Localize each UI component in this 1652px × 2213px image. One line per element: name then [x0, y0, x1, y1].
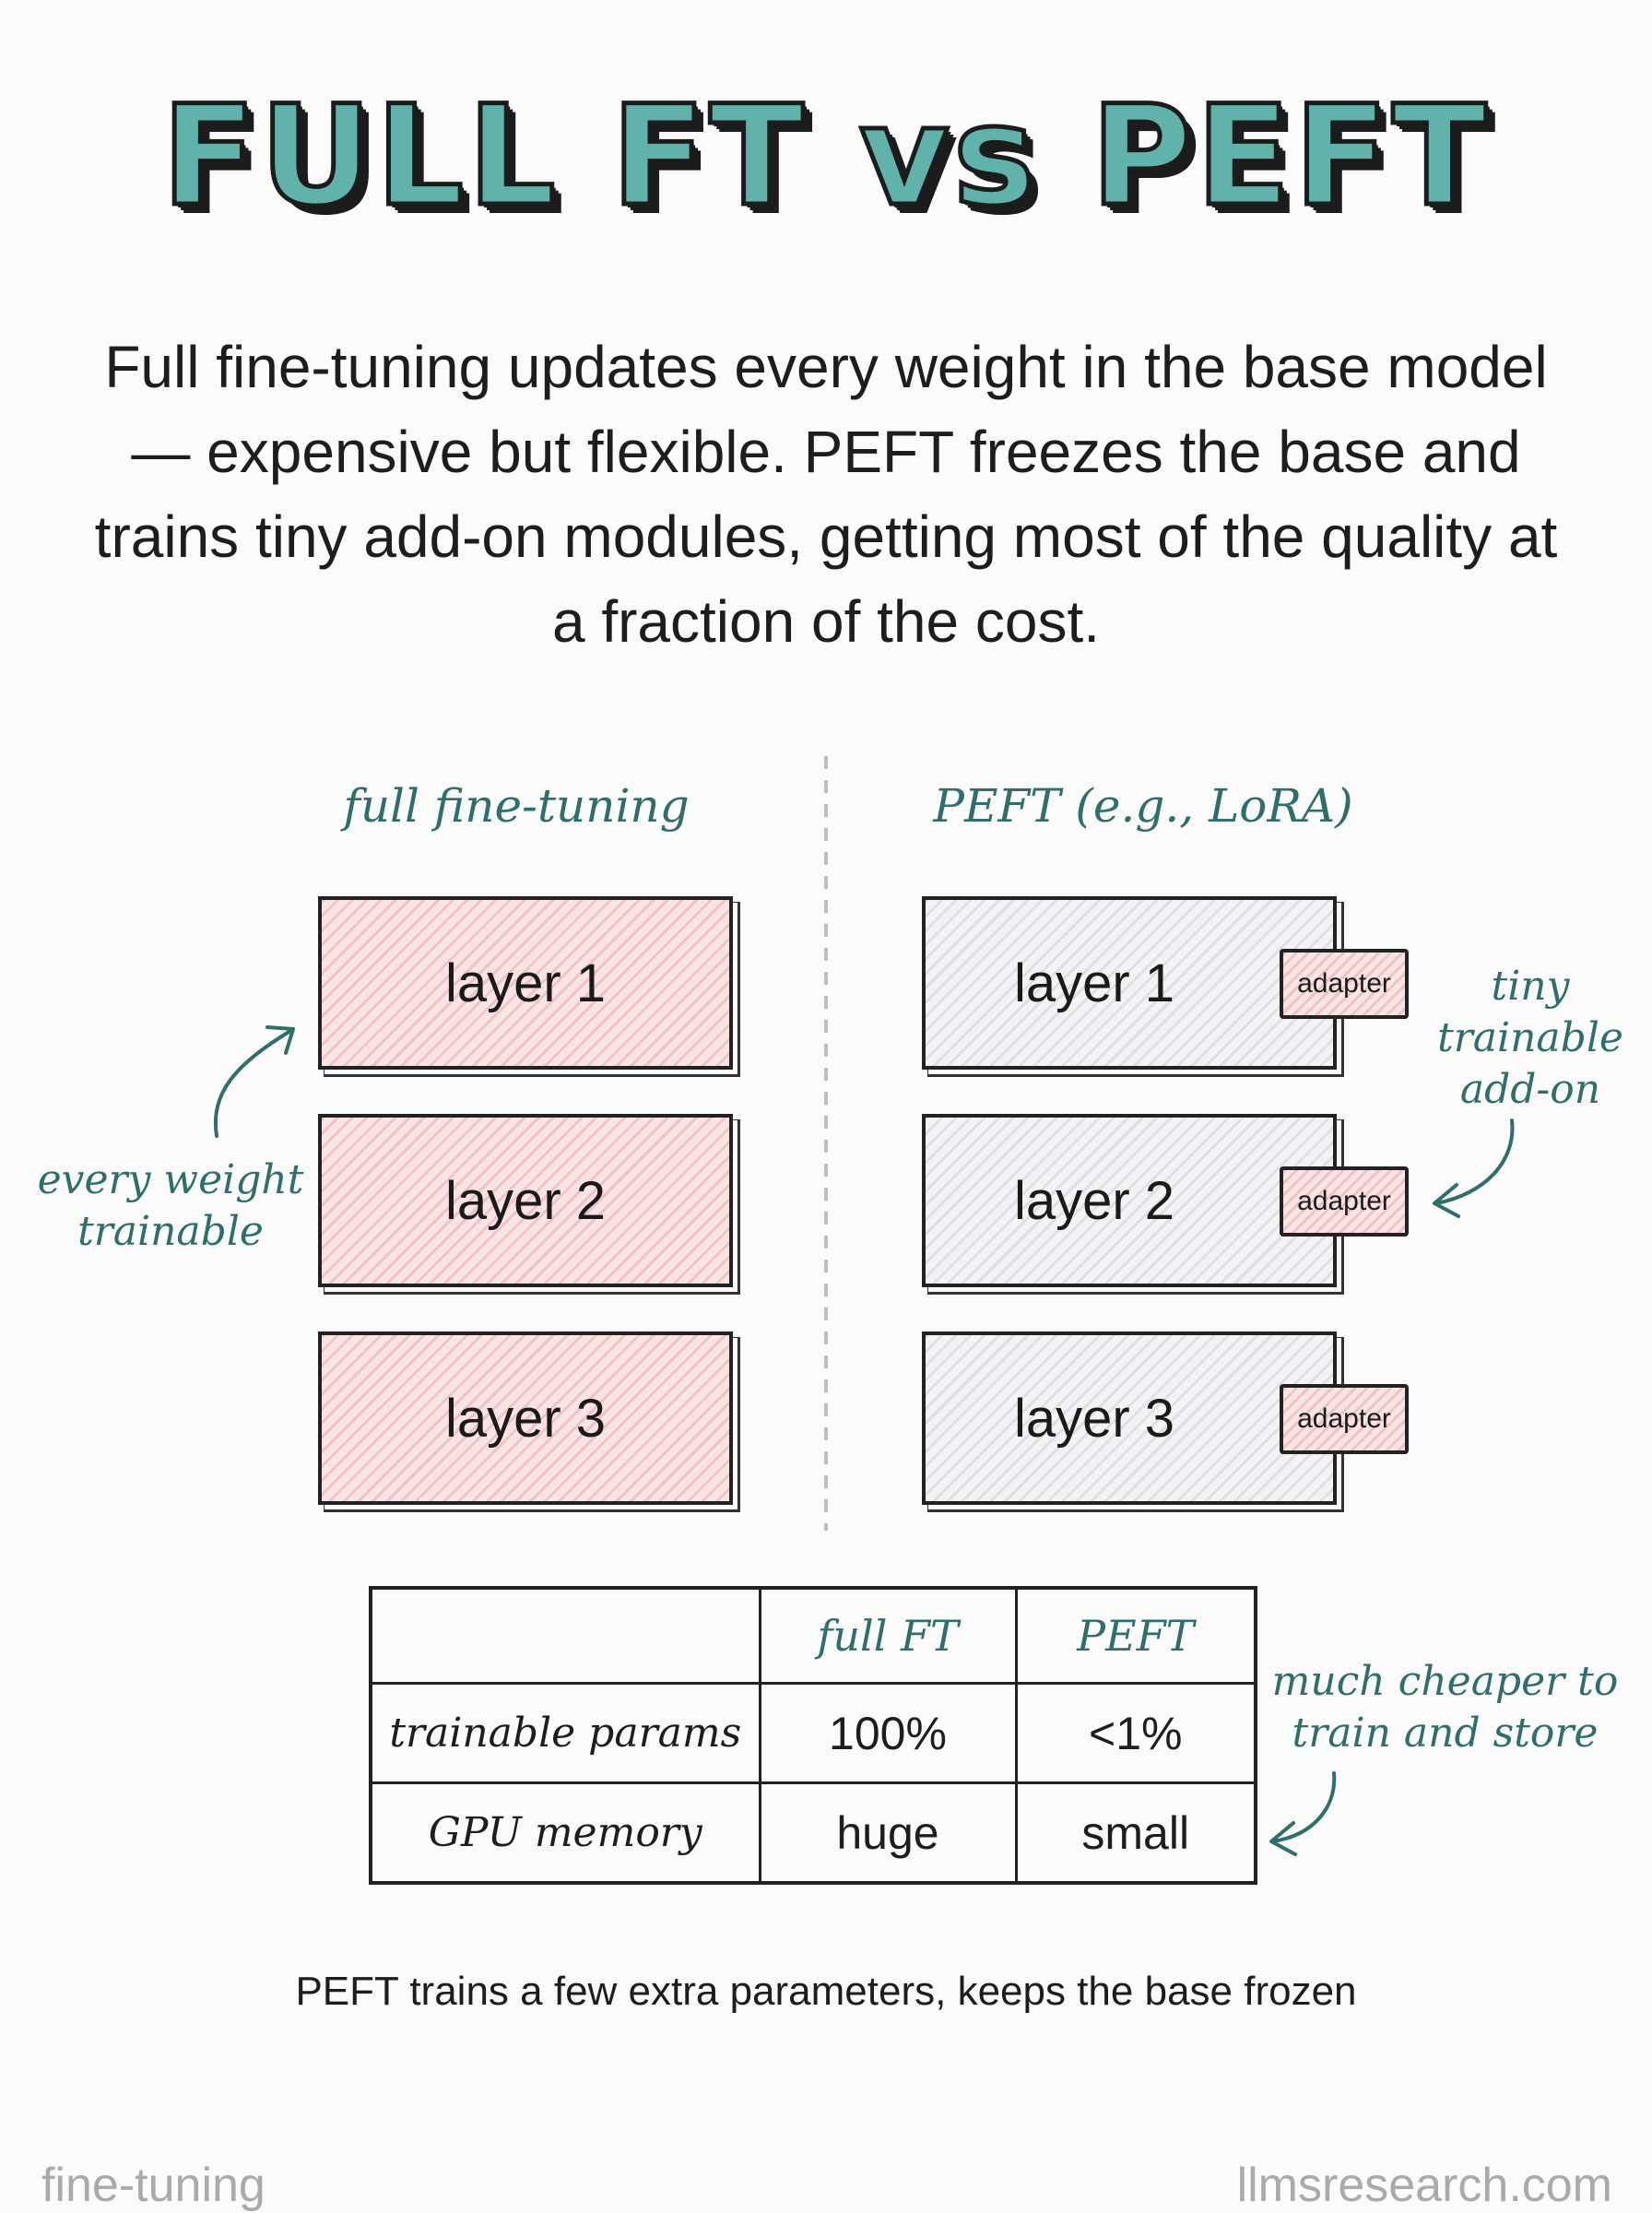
full-layer-2-label: layer 2 [444, 1170, 607, 1231]
full-ft-heading: full fine-tuning [343, 779, 690, 833]
page-title: FULL FT vs PEFT [159, 77, 1491, 237]
full-layer-3-label: layer 3 [444, 1388, 607, 1449]
table-row: trainable params 100% <1% [369, 1682, 1257, 1784]
table-header-row: full FT PEFT [369, 1586, 1257, 1685]
row-label-trainable-params: trainable params [369, 1682, 761, 1784]
peft-layer-2: layer 2 [922, 1114, 1337, 1287]
every-weight-note-line-1: every weight [37, 1156, 304, 1203]
full-layer-2: layer 2 [318, 1114, 733, 1287]
peft-layer-1: layer 1 [922, 896, 1337, 1070]
caption: PEFT trains a few extra parameters, keep… [295, 1969, 1357, 2014]
peft-layer-3: layer 3 [922, 1331, 1337, 1505]
column-divider [824, 756, 828, 1531]
every-weight-note: every weight trainable [28, 1154, 313, 1258]
cheaper-note-line-2: train and store [1292, 1710, 1599, 1757]
peft-layer-2-label: layer 2 [1013, 1170, 1175, 1231]
cell-peft-memory: small [1014, 1781, 1257, 1885]
full-layer-1: layer 1 [318, 896, 733, 1070]
peft-layer-1-label: layer 1 [1013, 953, 1175, 1013]
adapter-3: adapter [1280, 1384, 1409, 1454]
cell-full-ft-memory: huge [758, 1781, 1018, 1885]
table-header-peft: PEFT [1014, 1586, 1257, 1685]
table-header-full-ft: full FT [758, 1586, 1018, 1685]
peft-heading: PEFT (e.g., LoRA) [933, 779, 1353, 833]
adapter-1: adapter [1280, 949, 1409, 1019]
comparison-table: full FT PEFT trainable params 100% <1% G… [369, 1586, 1257, 1885]
footer-site: llmsresearch.com [1236, 2159, 1612, 2212]
every-weight-note-line-2: trainable [77, 1208, 264, 1255]
table-row: GPU memory huge small [369, 1781, 1257, 1885]
arrow-to-table-icon [1269, 1771, 1337, 1856]
adapter-2: adapter [1280, 1166, 1409, 1237]
arrow-to-layer-1-icon [213, 1025, 295, 1138]
full-layer-1-label: layer 1 [444, 953, 607, 1013]
tiny-addon-note: tiny trainable add-on [1424, 961, 1636, 1116]
arrow-to-adapter-2-icon [1433, 1118, 1515, 1218]
cell-full-ft-params: 100% [758, 1682, 1018, 1784]
tiny-addon-note-line-2: trainable [1437, 1014, 1623, 1061]
tiny-addon-note-line-3: add-on [1459, 1066, 1601, 1113]
table-header-empty [369, 1586, 761, 1685]
row-label-gpu-memory: GPU memory [369, 1781, 761, 1885]
full-layer-3: layer 3 [318, 1331, 733, 1505]
tiny-addon-note-line-1: tiny [1491, 963, 1570, 1010]
peft-layer-3-label: layer 3 [1013, 1388, 1175, 1449]
cheaper-note-line-1: much cheaper to [1271, 1658, 1619, 1705]
cell-peft-params: <1% [1014, 1682, 1257, 1784]
intro-paragraph: Full fine-tuning updates every weight in… [94, 334, 1558, 655]
cheaper-note: much cheaper to train and store [1268, 1656, 1622, 1759]
footer-topic: fine-tuning [41, 2159, 266, 2212]
